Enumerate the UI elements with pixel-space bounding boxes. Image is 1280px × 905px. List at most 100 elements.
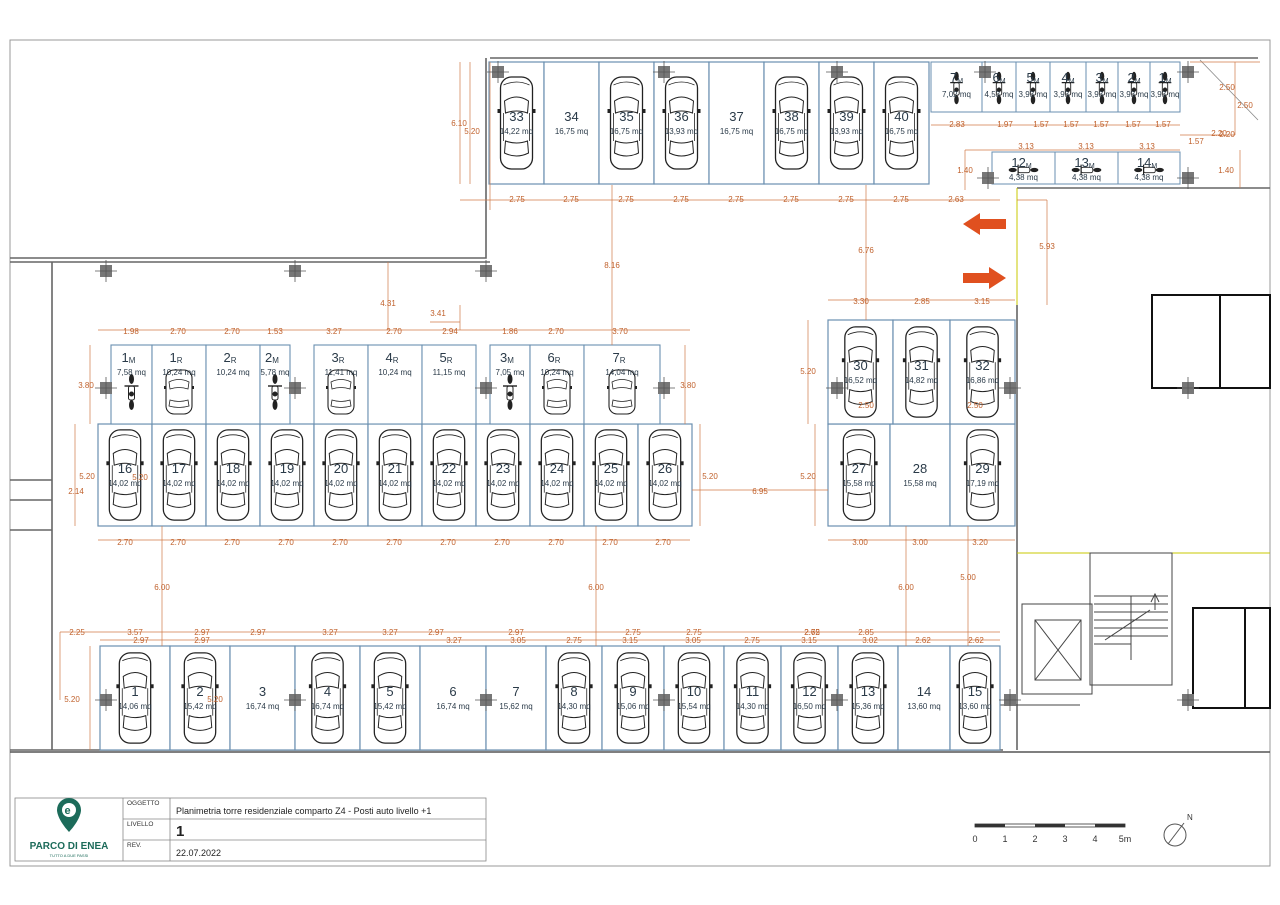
parking-spot-31[interactable]: 31 14,82 mq <box>892 319 951 425</box>
moto-spot-2M[interactable]: 2M3,93 mq <box>1117 61 1151 113</box>
dimension-label: 2.70 <box>386 327 402 336</box>
moto-spot-5M[interactable]: 5M3,93 mq <box>1015 61 1051 113</box>
logo-name: PARCO DI ENEA <box>30 841 109 852</box>
moto-spot-7M[interactable]: 7M7,02 mq <box>930 61 983 113</box>
title-block: e PARCO DI ENEA TUTTO A DUE PASSI OGGETT… <box>14 797 487 862</box>
spot-outline <box>259 344 291 425</box>
spot-area: 3,93 mq <box>1054 90 1083 99</box>
dimension-label: 2.75 <box>686 628 702 637</box>
arrow-left-icon <box>963 213 1006 235</box>
dimension-label: 2.20 <box>1219 130 1235 139</box>
dimension-label: 2.75 <box>838 195 854 204</box>
dimension-label: 3.02 <box>862 636 878 645</box>
spot-area: 3,93 mq <box>1151 90 1180 99</box>
moto-spot-4M[interactable]: 4M3,93 mq <box>1049 61 1087 113</box>
spot-area: 5,78 mq <box>261 368 290 377</box>
dimension-label: 1.98 <box>123 327 139 336</box>
livello-label: LIVELLO <box>127 821 153 828</box>
parking-spot-4[interactable]: 416,74 mq <box>294 645 361 751</box>
dimension-label: 5.00 <box>960 573 976 582</box>
dimension-label: 2.85 <box>914 297 930 306</box>
parking-spot-6[interactable]: 616,74 mq <box>419 645 487 751</box>
spot-area: 4,38 mq <box>1135 173 1164 182</box>
parking-spot-7[interactable]: 715,62 mq <box>485 645 547 751</box>
spot-number: 1 <box>131 684 138 699</box>
spot-outline <box>889 423 951 527</box>
parking-spot-5[interactable]: 515,42 mq <box>359 645 421 751</box>
parking-spot-8[interactable]: 814,30 mq <box>545 645 603 751</box>
compass-icon: N <box>1163 813 1193 847</box>
livello-value: 1 <box>176 823 184 840</box>
spot-area: 14,82 mq <box>905 376 938 385</box>
moto-spot-1M[interactable]: 1M3,93 mq <box>1149 61 1181 113</box>
dimension-label: 1.40 <box>957 166 973 175</box>
stair-core <box>1000 552 1173 706</box>
dimension-label: 5.20 <box>207 695 223 704</box>
dimension-label: 2.20 <box>1211 129 1227 138</box>
parking-spot-3[interactable]: 316,74 mq <box>229 645 296 751</box>
spot-area: 13,93 mq <box>830 127 863 136</box>
dimension-label: 3.15 <box>974 297 990 306</box>
dimension-lines <box>59 61 1260 750</box>
spot-outline <box>419 645 487 751</box>
parking-spot-9[interactable]: 915,06 mq <box>601 645 665 751</box>
spot-area: 3,93 mq <box>1088 90 1117 99</box>
small-spot-3M[interactable]: 3M7,05 mq <box>489 344 531 425</box>
spot-number: 31 <box>914 358 928 373</box>
moto-spot-3M[interactable]: 3M3,93 mq <box>1085 61 1119 113</box>
dimension-label: 2.75 <box>566 636 582 645</box>
spot-area: 16,75 mq <box>610 127 643 136</box>
small-spot-1M[interactable]: 1M7,58 mq <box>110 344 153 425</box>
spot-number: 27 <box>852 461 866 476</box>
spot-area: 10,24 mq <box>162 368 195 377</box>
dimension-label: 1.40 <box>1218 166 1234 175</box>
spot-number: 28 <box>913 461 927 476</box>
dimension-label: 2.97 <box>194 628 210 637</box>
dimension-label: 5.20 <box>800 472 816 481</box>
small-spot-2M[interactable]: 2M5,78 mq <box>259 344 291 425</box>
parking-spot-1[interactable]: 114,06 mq <box>99 645 171 751</box>
spot-number: 1M <box>122 350 136 365</box>
spot-number: 2M <box>1127 70 1140 85</box>
